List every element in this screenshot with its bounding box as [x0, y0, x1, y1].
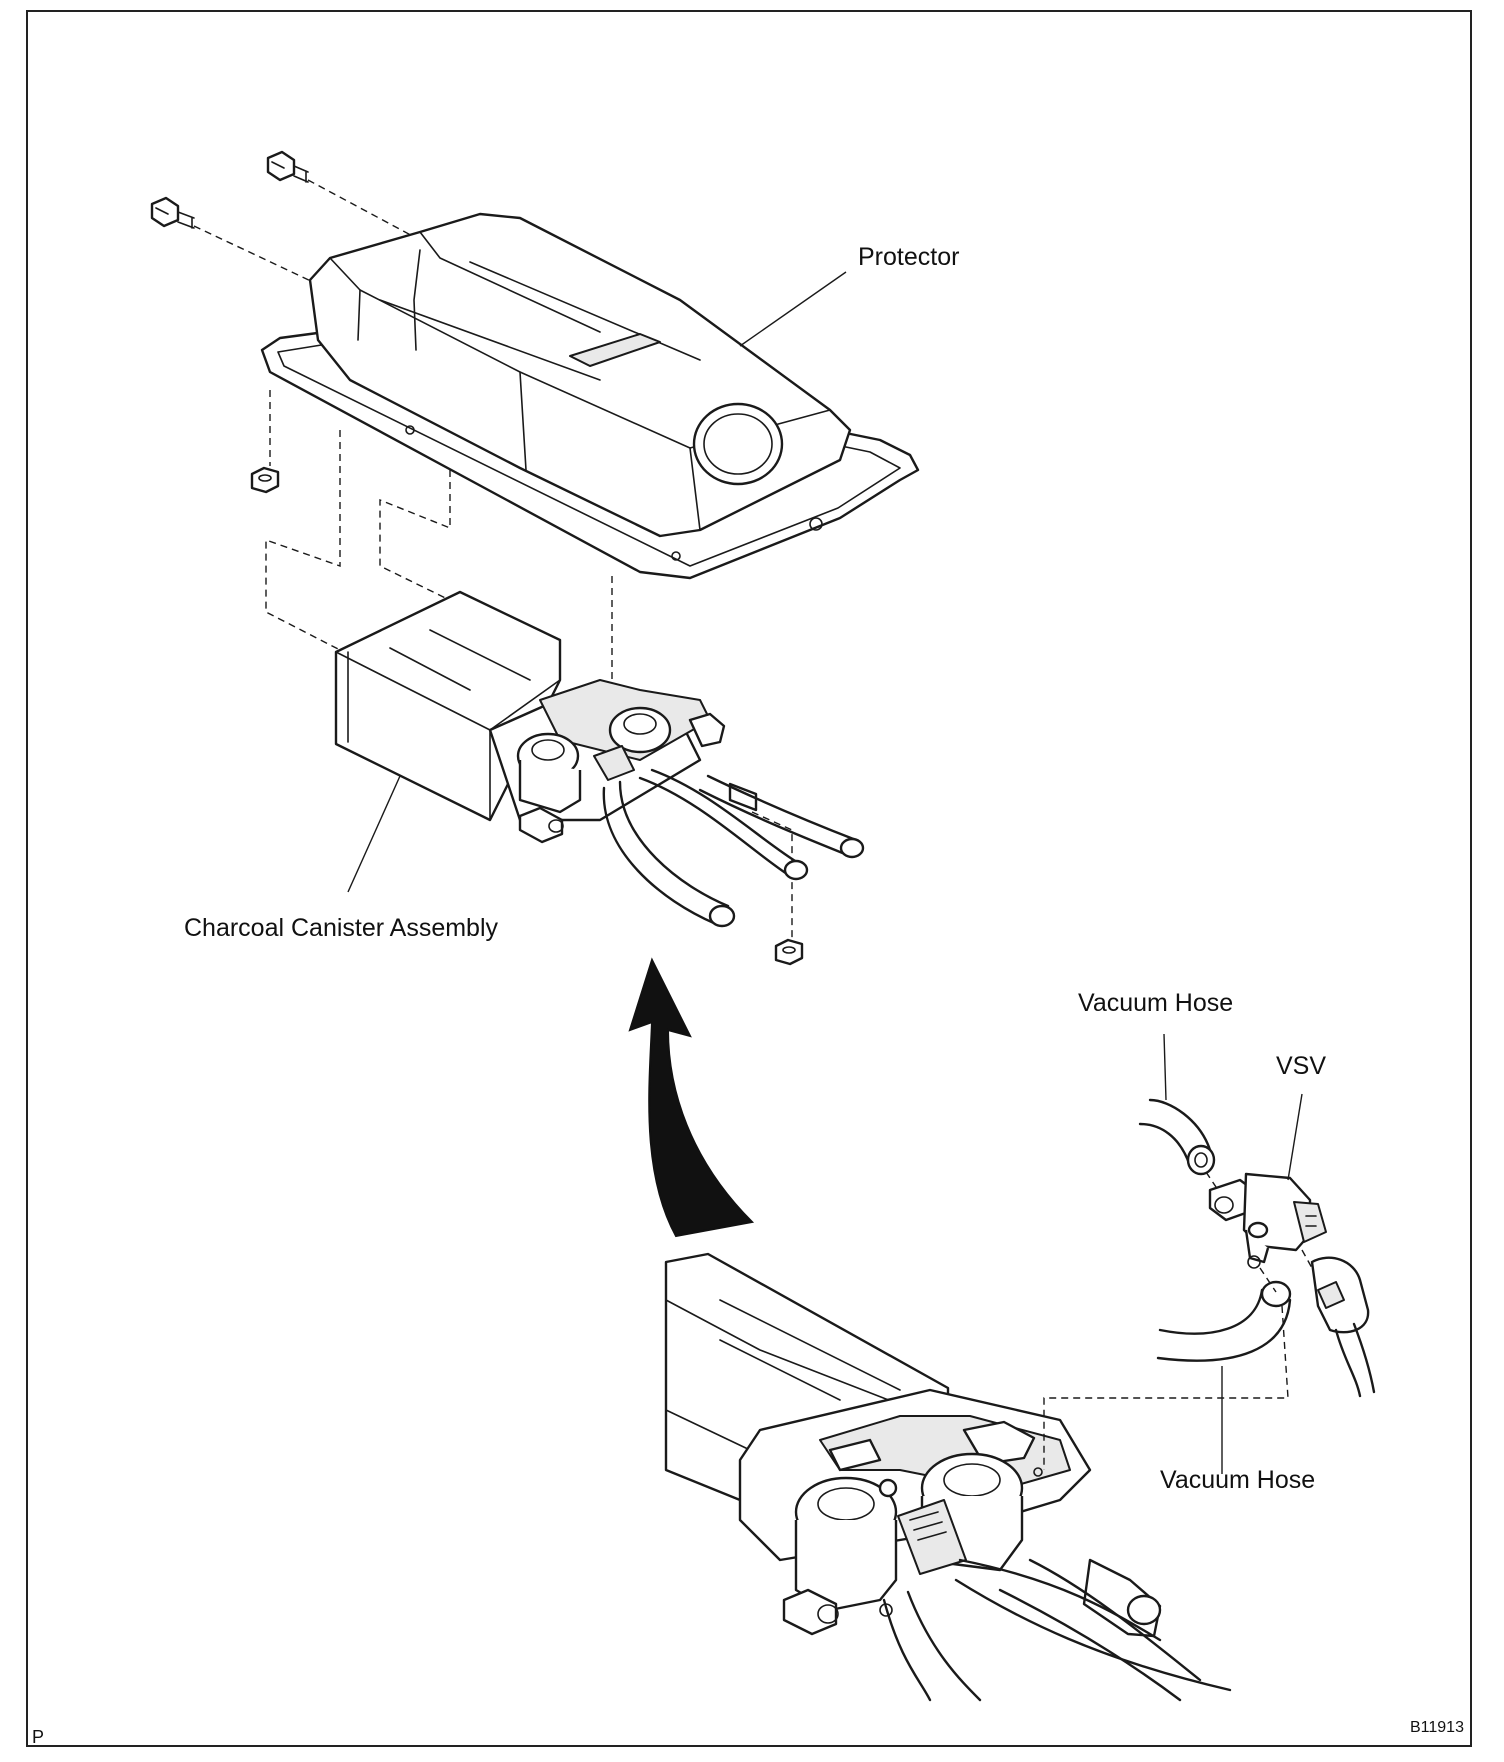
bolt-lower-guide	[193, 225, 331, 291]
vacuum-hose-upper-part	[1138, 1098, 1216, 1176]
protector-label: Protector	[858, 243, 960, 271]
bolt-upper	[266, 150, 309, 183]
vacuum-hose-lower-part	[1156, 1280, 1292, 1362]
vsv-connector	[1310, 1256, 1376, 1398]
bolt-lower	[150, 196, 195, 229]
guide-vsv-lower	[1259, 1267, 1277, 1293]
bolt-upper-guide	[307, 179, 421, 241]
vsv-label: VSV	[1276, 1052, 1327, 1080]
nut-right	[774, 938, 804, 966]
closeup-hoses	[882, 1558, 1232, 1702]
charcoal-canister-part	[334, 590, 758, 844]
nut-left	[250, 466, 280, 494]
guide-mid-step	[379, 470, 471, 611]
guide-right-nut	[751, 811, 793, 940]
canister-closeup	[664, 1252, 1162, 1638]
transition-arrow	[628, 957, 755, 1238]
vacuum-hose-top-leader	[1163, 1033, 1167, 1101]
charcoal-canister-label: Charcoal Canister Assembly	[184, 914, 499, 942]
corner-mark-left: P	[32, 1727, 45, 1747]
vsv-leader	[1287, 1093, 1303, 1181]
figure-frame	[26, 10, 1472, 1747]
vacuum-hose-top-label: Vacuum Hose	[1078, 989, 1234, 1017]
guide-left-step	[265, 430, 341, 651]
protector-leader	[739, 271, 847, 347]
canister-hoses	[602, 768, 865, 928]
guide-vsv-connector	[1301, 1249, 1313, 1269]
figure-code: B11913	[1410, 1719, 1464, 1736]
protector-part	[260, 212, 920, 580]
guide-hose-to-canister	[1043, 1305, 1289, 1470]
vacuum-hose-bottom-label: Vacuum Hose	[1160, 1466, 1316, 1494]
canister-leader	[347, 775, 401, 893]
vsv-part	[1208, 1172, 1327, 1269]
